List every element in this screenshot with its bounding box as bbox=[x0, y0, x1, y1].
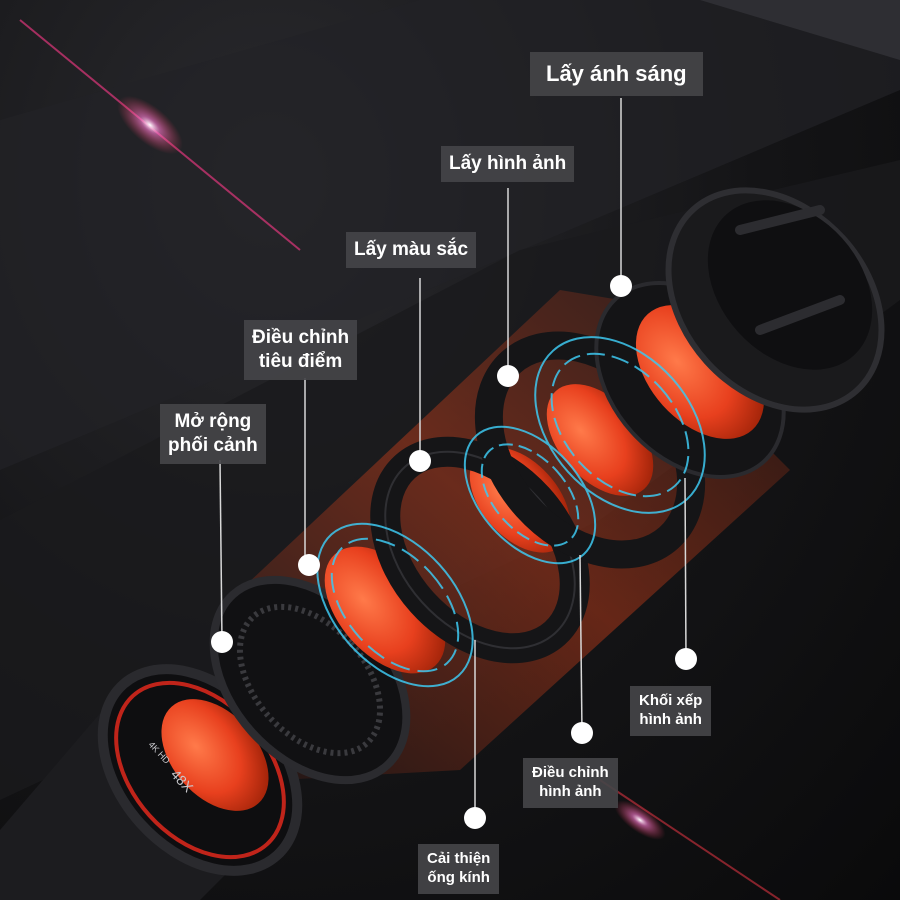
dot-color-capture bbox=[409, 450, 431, 472]
dot-perspective-expand bbox=[211, 631, 233, 653]
dot-focus-adjust bbox=[298, 554, 320, 576]
callout-light-capture: Lấy ánh sáng bbox=[530, 52, 703, 96]
callout-image-adjust: Điều chỉnh hình ảnh bbox=[523, 758, 618, 808]
dot-image-stack bbox=[675, 648, 697, 670]
lens-barrel bbox=[0, 664, 303, 900]
light-flare bbox=[19, 19, 781, 900]
callout-lens-improve-line1: Cải thiện bbox=[427, 850, 491, 867]
callout-lens-improve: Cải thiện ống kính bbox=[418, 844, 500, 894]
callout-focus-adjust-line2: tiêu điểm bbox=[258, 350, 343, 372]
callout-image-stack-line1: Khối xếp bbox=[639, 692, 703, 709]
callout-image-capture-text: Lấy hình ảnh bbox=[449, 153, 567, 174]
dot-light-capture bbox=[610, 275, 632, 297]
callout-image-stack-line2: hình ảnh bbox=[639, 710, 702, 728]
callout-image-stack: Khối xếp hình ảnh bbox=[630, 686, 712, 736]
callout-dots bbox=[211, 275, 697, 829]
callout-lens-improve-line2: ống kính bbox=[427, 868, 490, 886]
dot-image-adjust bbox=[571, 722, 593, 744]
dot-image-capture bbox=[497, 365, 519, 387]
callout-light-capture-text: Lấy ánh sáng bbox=[546, 61, 687, 86]
callout-perspective-expand-line1: Mở rộng bbox=[174, 411, 252, 432]
spacer-ring-1 bbox=[370, 436, 590, 664]
callout-image-adjust-line2: hình ảnh bbox=[539, 782, 602, 800]
dot-lens-improve bbox=[464, 807, 486, 829]
callout-color-capture: Lấy màu sắc bbox=[346, 232, 477, 268]
callout-focus-adjust: Điều chỉnh tiêu điểm bbox=[244, 320, 358, 380]
callout-perspective-expand-line2: phối cảnh bbox=[168, 434, 258, 456]
callout-leader-lines bbox=[219, 98, 687, 818]
callout-image-adjust-line1: Điều chỉnh bbox=[532, 764, 609, 781]
lens-cap bbox=[665, 187, 885, 413]
callout-color-capture-text: Lấy màu sắc bbox=[354, 239, 469, 260]
hologram-rings bbox=[316, 336, 706, 688]
callout-focus-adjust-line1: Điều chỉnh bbox=[252, 327, 350, 348]
callout-perspective-expand: Mở rộng phối cảnh bbox=[160, 404, 266, 464]
callout-image-capture: Lấy hình ảnh bbox=[441, 146, 575, 182]
